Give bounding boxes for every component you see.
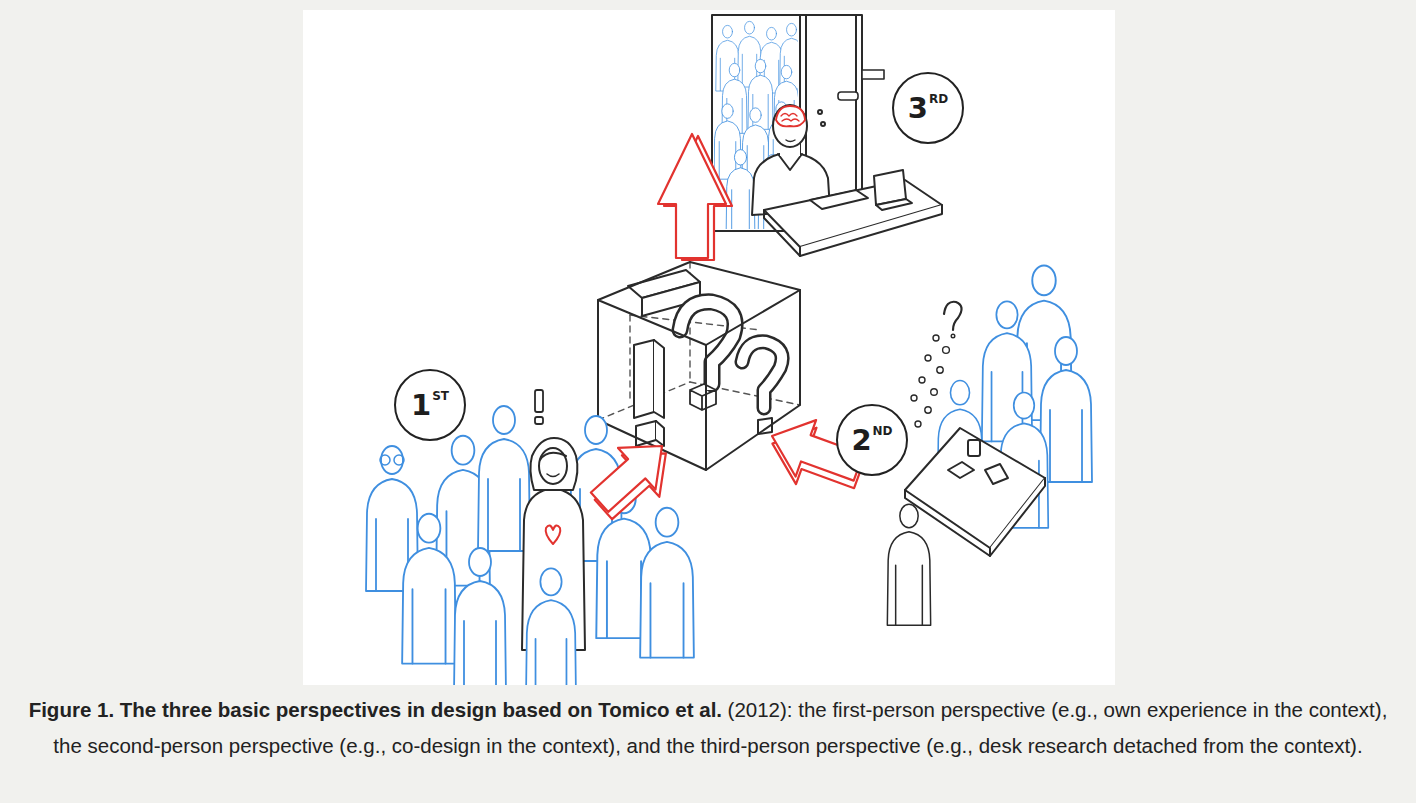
ordinal-suffix: RD bbox=[929, 92, 948, 106]
desk bbox=[764, 170, 942, 256]
codesign-table bbox=[905, 428, 1045, 556]
arrow-from-second bbox=[759, 408, 871, 503]
perspective-circle: 2ND bbox=[836, 404, 908, 476]
ordinal-number: 3 bbox=[908, 92, 928, 124]
perspective-number: 1ST bbox=[411, 389, 449, 421]
figure-caption: Figure 1. The three basic perspectives i… bbox=[12, 692, 1404, 764]
cube-exclamation bbox=[628, 270, 700, 446]
perspective-number: 2ND bbox=[851, 424, 892, 456]
perspective-number: 3RD bbox=[908, 92, 948, 124]
ordinal-number: 2 bbox=[851, 424, 871, 456]
speech-marks bbox=[838, 70, 884, 100]
cube-hidden-edges bbox=[598, 262, 800, 420]
caption-heading: Figure 1. The three basic perspectives i… bbox=[29, 698, 722, 721]
codesign-front-person bbox=[887, 504, 930, 625]
arrow-from-first bbox=[579, 425, 686, 530]
exclamation-mark bbox=[535, 390, 543, 424]
ordinal-suffix: ST bbox=[432, 389, 449, 403]
perspective-circle: 3RD bbox=[892, 72, 964, 144]
glasses bbox=[380, 455, 404, 465]
perspective-circle: 1ST bbox=[394, 369, 466, 441]
cube-outline bbox=[598, 262, 800, 470]
thought-bubbles bbox=[911, 302, 962, 427]
crowd-front bbox=[402, 483, 694, 685]
ordinal-suffix: ND bbox=[873, 424, 893, 438]
arrow-to-third bbox=[658, 134, 732, 260]
ordinal-number: 1 bbox=[411, 389, 431, 421]
cube-question-marks bbox=[680, 302, 782, 434]
